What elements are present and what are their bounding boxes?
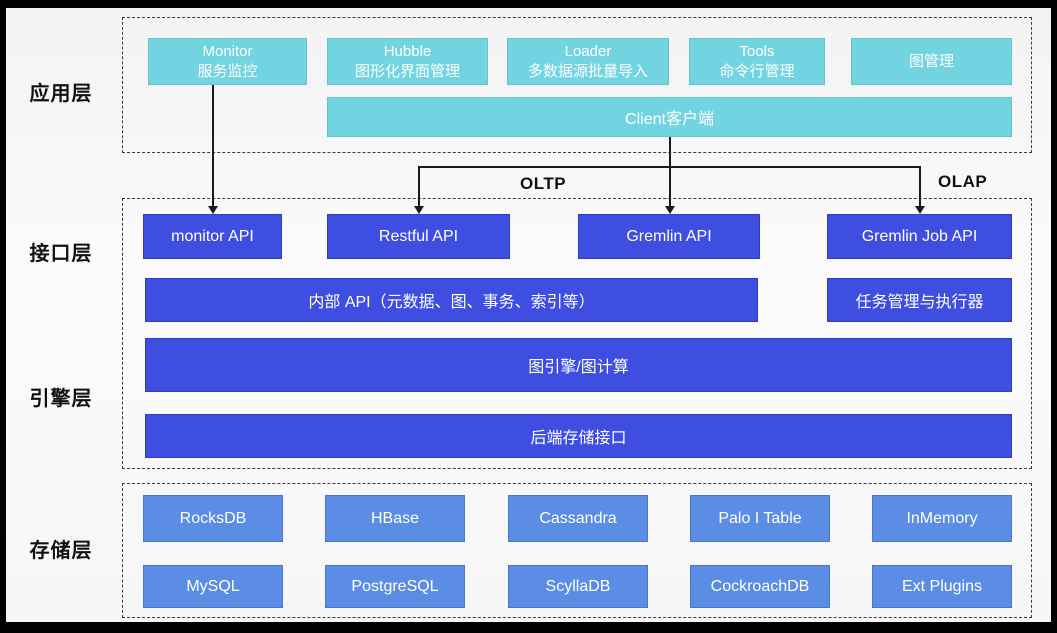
box-mysql: MySQL (143, 565, 283, 608)
box-cassandra: Cassandra (508, 495, 648, 542)
arrow-down-icon (414, 206, 424, 214)
box-hubble-subtitle: 图形化界面管理 (354, 62, 460, 80)
box-hbase: HBase (325, 495, 465, 542)
connector-branch-line (418, 166, 921, 168)
box-gremlin-job-api-label: Gremlin Job API (861, 227, 978, 245)
connector-gremlin-job-line (919, 166, 921, 207)
box-postgresql-label: PostgreSQL (351, 577, 439, 595)
box-scylladb-label: ScyllaDB (545, 577, 611, 595)
box-tools: Tools 命令行管理 (689, 38, 825, 85)
box-scylladb: ScyllaDB (508, 565, 648, 608)
box-monitor-api-label: monitor API (171, 227, 254, 245)
box-cassandra-label: Cassandra (539, 509, 617, 527)
box-monitor-subtitle: 服务监控 (197, 62, 258, 80)
box-task-manager: 任务管理与执行器 (827, 278, 1012, 322)
box-gremlin-api-label: Gremlin API (626, 227, 712, 245)
box-graph-management-title: 图管理 (908, 52, 954, 70)
arrow-down-icon (208, 206, 218, 214)
box-backend-storage-interface: 后端存储接口 (145, 414, 1012, 458)
box-monitor-title: Monitor (202, 42, 253, 60)
arrow-down-icon (915, 206, 925, 214)
connector-monitor-line (212, 85, 214, 207)
oltp-label: OLTP (520, 174, 567, 193)
box-client: Client客户端 (327, 97, 1012, 137)
box-graph-engine-label: 图引擎/图计算 (528, 359, 629, 376)
box-graph-engine: 图引擎/图计算 (145, 338, 1012, 392)
storage-layer-frame (122, 483, 1032, 618)
box-loader: Loader 多数据源批量导入 (507, 38, 669, 85)
box-graph-management: 图管理 (851, 38, 1012, 85)
box-postgresql: PostgreSQL (325, 565, 465, 608)
box-rocksdb: RocksDB (143, 495, 283, 542)
box-inmemory: InMemory (872, 495, 1012, 542)
box-loader-title: Loader (564, 42, 612, 60)
box-ext-plugins: Ext Plugins (872, 565, 1012, 608)
box-rocksdb-label: RocksDB (179, 509, 247, 527)
box-monitor-api: monitor API (143, 214, 282, 259)
box-hbase-label: HBase (370, 509, 420, 527)
layer-label-storage: 存储层 (29, 540, 93, 562)
box-hubble-title: Hubble (383, 42, 432, 60)
box-palo-table-label: Palo I Table (718, 509, 802, 527)
connector-restful-line (418, 166, 420, 207)
box-hubble: Hubble 图形化界面管理 (327, 38, 488, 85)
box-internal-api: 内部 API（元数据、图、事务、索引等） (145, 278, 758, 322)
application-layer-frame (122, 17, 1032, 153)
box-internal-api-label: 内部 API（元数据、图、事务、索引等） (308, 294, 595, 311)
olap-label: OLAP (938, 172, 988, 191)
layer-label-engine: 引擎层 (29, 388, 93, 410)
box-gremlin-job-api: Gremlin Job API (827, 214, 1012, 259)
box-ext-plugins-label: Ext Plugins (901, 577, 983, 595)
box-backend-storage-interface-label: 后端存储接口 (530, 430, 627, 447)
box-restful-api: Restful API (327, 214, 510, 259)
box-loader-subtitle: 多数据源批量导入 (527, 62, 648, 80)
box-cockroachdb: CockroachDB (690, 565, 830, 608)
box-monitor: Monitor 服务监控 (148, 38, 307, 85)
box-restful-api-label: Restful API (378, 227, 459, 245)
layer-label-interface: 接口层 (29, 243, 93, 265)
box-mysql-label: MySQL (186, 577, 240, 595)
box-cockroachdb-label: CockroachDB (710, 577, 810, 595)
interface-engine-layer-frame (122, 198, 1032, 469)
box-palo-table: Palo I Table (690, 495, 830, 542)
box-client-label: Client客户端 (625, 111, 714, 128)
connector-client-line (669, 137, 671, 207)
layer-label-application: 应用层 (29, 83, 93, 105)
box-inmemory-label: InMemory (906, 509, 978, 527)
box-gremlin-api: Gremlin API (578, 214, 760, 259)
box-tools-subtitle: 命令行管理 (719, 62, 795, 80)
box-task-manager-label: 任务管理与执行器 (855, 294, 984, 311)
arrow-down-icon (665, 206, 675, 214)
box-tools-title: Tools (739, 42, 775, 60)
